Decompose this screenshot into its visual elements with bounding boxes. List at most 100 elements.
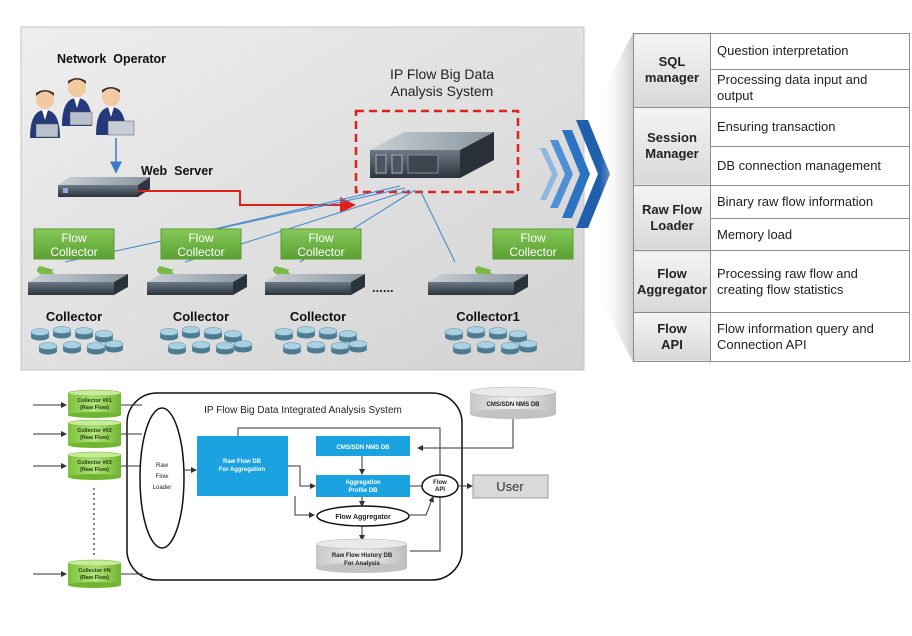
router-icon <box>274 328 294 341</box>
raw-flow-db-line2: For Aggregation <box>219 467 266 473</box>
router-icon <box>215 342 235 355</box>
loader-line3: Loader <box>153 485 172 491</box>
router-icon <box>330 342 350 355</box>
router-icon <box>94 330 114 343</box>
bottom-collector-1: Collector #01(Raw Flow) <box>67 389 122 418</box>
component-name-line: Loader <box>650 217 694 233</box>
component-description: Binary raw flow information <box>710 184 910 220</box>
router-icon <box>233 340 253 353</box>
bottom-collector-label: (Raw Flow) <box>80 405 109 411</box>
flow-collector-3-line1: Flow <box>308 231 334 245</box>
router-icon <box>30 328 50 341</box>
cms-db-inner <box>316 436 410 456</box>
top-panel-background <box>20 26 585 371</box>
network-operator-icon <box>30 78 135 138</box>
router-icon <box>159 328 179 341</box>
component-name-line: Flow <box>657 265 687 281</box>
operator-label: Network Operator <box>57 52 166 66</box>
loader-line1: Raw <box>156 463 169 469</box>
collector-label-1: Collector <box>46 309 102 324</box>
internal-connectors <box>237 417 514 552</box>
component-description: DB connection management <box>710 145 910 186</box>
flow-collector-4: Flow Collector <box>475 228 574 282</box>
web-server-icon <box>58 177 150 197</box>
component-row: Processing data input and output <box>634 68 910 108</box>
system-title-line1: IP Flow Big Data <box>390 66 494 82</box>
component-name-line: Raw Flow <box>642 201 702 217</box>
incoming-flow-arrows <box>33 402 67 577</box>
raw-flow-history-db <box>315 538 408 573</box>
router-icon <box>488 327 508 340</box>
router-icon <box>38 342 58 355</box>
component-description: Memory load <box>710 218 910 252</box>
router-icon <box>167 342 187 355</box>
cms-db-external-label: CMS/SDN NMS DB <box>486 402 540 408</box>
collector-label-2: Collector <box>173 309 229 324</box>
router-icon <box>306 341 326 354</box>
collector-server-icons <box>28 274 528 295</box>
component-name-line: manager <box>644 70 700 86</box>
history-db-line1: Raw Flow History DB <box>332 553 393 559</box>
cms-db-inner-label: CMS/SDN NMS DB <box>336 445 390 451</box>
router-clusters <box>30 326 538 355</box>
bottom-collector-3: Collector #03(Raw Flow) <box>67 451 122 480</box>
user-box <box>472 474 549 499</box>
component-name-line: Manager <box>645 146 699 162</box>
router-icon <box>348 340 368 353</box>
router-icon <box>296 326 316 339</box>
router-icon <box>282 342 302 355</box>
component-name-line: API <box>661 336 683 352</box>
history-db-line2: For Analysis <box>344 561 380 567</box>
integrated-system-title: IP Flow Big Data Integrated Analysis Sys… <box>204 405 402 416</box>
component-description: Question interpretation <box>710 33 910 70</box>
flow-collector-2-line2: Collector <box>177 245 224 259</box>
bottom-collector-label: Collector #03 <box>77 460 112 466</box>
router-icon <box>444 328 464 341</box>
router-icon <box>203 327 223 340</box>
bottom-collector-label: Collector #01 <box>77 398 112 404</box>
cms-db-external <box>469 386 557 419</box>
collector-label-4: Collector1 <box>456 309 520 324</box>
collector-to-loader-arrows <box>121 404 143 575</box>
analysis-server-icon <box>370 132 494 178</box>
raw-flow-db-line1: Raw Flow DB <box>223 459 262 465</box>
flow-collector-2-line1: Flow <box>188 231 214 245</box>
component-name-line: Flow <box>657 320 687 336</box>
bottom-collector-label: Collector #N <box>78 568 110 574</box>
aggregation-db-line2: Profile DB <box>348 488 378 494</box>
component-description: Flow information query and Connection AP… <box>710 311 910 363</box>
bottom-collector-4: Collector #N(Raw Flow) <box>67 559 122 588</box>
router-icon <box>62 341 82 354</box>
router-icon <box>52 326 72 339</box>
flow-collector-2: Flow Collector <box>157 228 242 282</box>
collector-label-3: Collector <box>290 309 346 324</box>
user-label: User <box>496 479 524 494</box>
bottom-collector-label: Collector #02 <box>77 428 112 434</box>
component-name-line: Session <box>647 130 697 146</box>
router-icon <box>318 327 338 340</box>
bottom-collector-label: (Raw Flow) <box>80 575 109 581</box>
flow-api <box>421 474 459 498</box>
component-row: DB connection management <box>634 145 910 186</box>
loader-line2: Flow <box>156 474 169 480</box>
aggregation-db-line1: Aggregation <box>345 480 381 486</box>
component-description: Processing data input and output <box>710 68 910 108</box>
web-server-to-system-arrow <box>138 190 356 213</box>
flow-collector-4-line1: Flow <box>520 231 546 245</box>
router-icon <box>500 342 520 355</box>
component-description: Processing raw flow and creating flow st… <box>710 250 910 313</box>
component-name-line: SQL <box>658 54 686 70</box>
table-perspective-wedge <box>600 33 633 362</box>
flow-collector-1-line2: Collector <box>50 245 97 259</box>
flow-aggregator-label: Flow Aggregator <box>335 514 391 521</box>
